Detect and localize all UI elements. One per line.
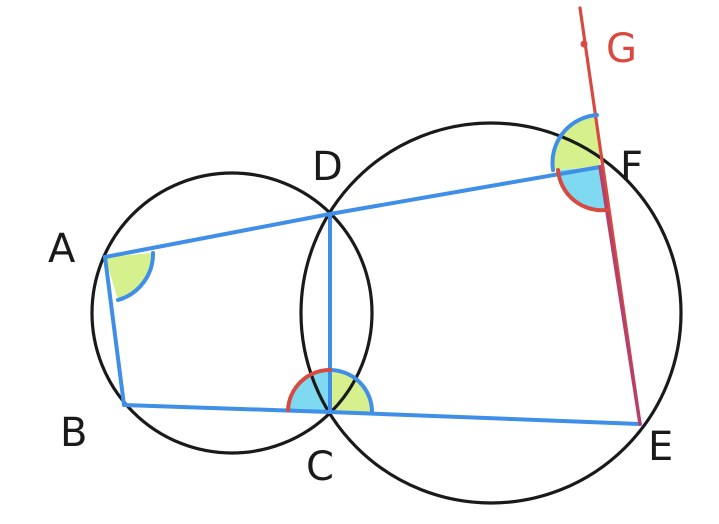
angle-dfe-arc — [556, 168, 608, 213]
segment-bc — [122, 403, 332, 414]
segment-ce — [328, 410, 642, 426]
segment-ab — [103, 255, 126, 407]
segment-df — [328, 165, 602, 216]
angle-gfd-arc — [550, 113, 599, 172]
point-g-dot — [580, 40, 588, 48]
label-e: E — [648, 424, 673, 470]
angle-a-arc — [116, 251, 156, 302]
segment-ad — [103, 212, 332, 259]
left-circle — [90, 171, 374, 455]
angle-dce-arc — [328, 368, 374, 414]
label-g: G — [606, 26, 637, 72]
angle-bcd-arc — [286, 367, 332, 412]
label-b: B — [60, 410, 87, 456]
label-d: D — [312, 144, 343, 190]
angle-dfe-fill — [558, 167, 606, 211]
label-f: F — [620, 144, 643, 190]
angle-bcd-fill — [288, 370, 330, 412]
label-a: A — [48, 226, 76, 272]
right-circle — [299, 121, 683, 505]
angle-a-fill — [105, 253, 154, 300]
segment-ef-overlay — [598, 165, 642, 426]
label-c: C — [306, 444, 334, 490]
